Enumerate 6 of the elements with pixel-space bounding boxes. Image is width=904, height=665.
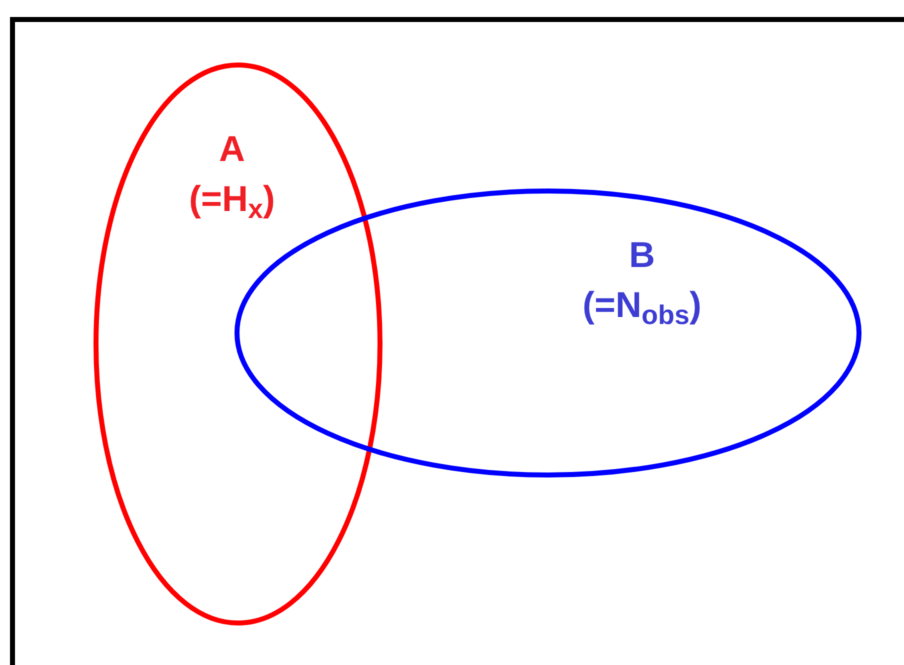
set-label: (=N$_{obs}$) (582, 283, 702, 330)
set-ellipse (93, 62, 383, 626)
frame-rectangle (10, 17, 904, 665)
set-label: (=H$_{x}$) (188, 177, 276, 224)
set-label: A (219, 127, 245, 171)
set-label: B (629, 233, 655, 277)
